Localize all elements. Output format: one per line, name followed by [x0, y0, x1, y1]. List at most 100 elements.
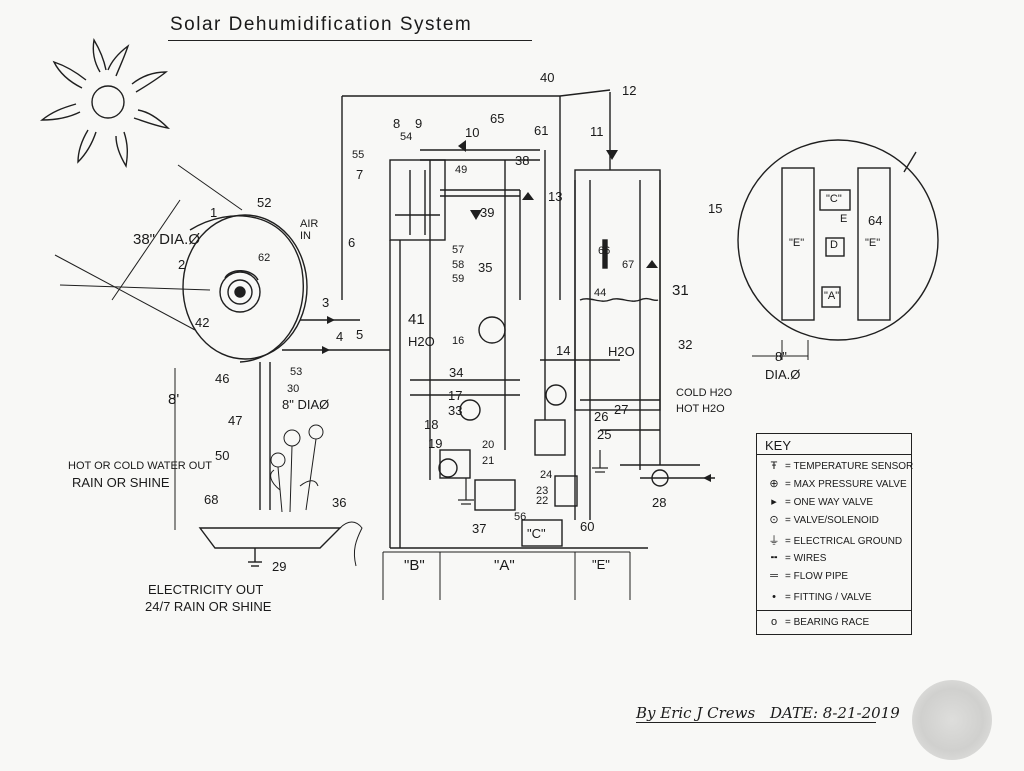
part-number: 54: [400, 131, 413, 143]
part-number: 56: [514, 511, 527, 523]
detail-diameter-label: 8": [775, 349, 787, 364]
key-item-label: = TEMPERATURE SENSOR: [785, 461, 914, 472]
wire-icon: ╍: [770, 552, 778, 564]
part-number: 5: [356, 327, 364, 342]
electricity-out-label: ELECTRICITY OUT: [148, 582, 264, 597]
key-item-label: = BEARING RACE: [785, 617, 870, 628]
detail-c-label: "C": [826, 193, 842, 205]
detail-e-right-label: "E": [865, 237, 881, 249]
part-number: 64: [868, 213, 883, 228]
part-number: 46: [215, 371, 230, 386]
sun-icon: [40, 38, 171, 168]
part-number: 47: [228, 413, 243, 428]
part-number: 53: [290, 366, 303, 378]
part-number: 11: [590, 124, 604, 139]
part-number: 28: [652, 495, 667, 510]
part-number: 10: [465, 125, 480, 140]
key-item-label: = MAX PRESSURE VALVE: [785, 479, 907, 490]
hot-cold-water-out-label: HOT OR COLD WATER OUT: [68, 460, 213, 472]
part-number: 38: [515, 153, 530, 168]
electrical-wire-out: [339, 521, 363, 567]
part-number: 66: [598, 245, 611, 257]
flowers-illustration: [270, 424, 324, 513]
part-number: 50: [215, 448, 230, 463]
part-number: 68: [204, 492, 219, 507]
part-number: 60: [580, 519, 595, 534]
section-dimensions: [382, 551, 631, 600]
one-way-valve-icon: ▸: [771, 496, 777, 508]
part-number: 39: [480, 205, 495, 220]
key-item-one-way-valve: ▸ = ONE WAY VALVE: [763, 495, 873, 508]
part-number: 36: [332, 495, 347, 510]
water-label-right: H2O: [608, 344, 635, 359]
detail-view-circle: [737, 139, 939, 360]
part-number: 52: [257, 195, 272, 210]
section-e-label: "E": [592, 557, 610, 572]
pole-diameter-label: 8" DIAØ: [282, 397, 330, 412]
part-number: 42: [195, 315, 210, 330]
solenoid-valve-icon: ⊙: [769, 514, 779, 526]
air-in-label: AIR IN: [300, 218, 319, 243]
diameter-dimension: [54, 164, 243, 331]
hot-water-label: HOT H2O: [676, 403, 725, 415]
part-number: 44: [594, 287, 607, 299]
part-number: 13: [548, 189, 563, 204]
part-number: 1: [210, 205, 218, 220]
flow-pipe-icon: ═: [770, 570, 778, 582]
part-number: 37: [472, 521, 487, 536]
part-number: 41: [408, 311, 425, 328]
part-number: 33: [448, 403, 463, 418]
key-item-temperature-sensor: Ŧ= TEMPERATURE SENSOR: [763, 460, 914, 472]
diameter-label: 38" DIA.Ø: [133, 231, 201, 248]
part-number: 58: [452, 259, 465, 271]
support-pole: [174, 362, 342, 567]
key-item-flow-pipe: ═ = FLOW PIPE: [763, 570, 848, 582]
rain-or-shine-label-2: 24/7 RAIN OR SHINE: [145, 599, 272, 614]
part-number: 8: [393, 116, 401, 131]
key-item-max-pressure-valve: ⊕ = MAX PRESSURE VALVE: [763, 477, 907, 490]
key-item-bearing-race: o= BEARING RACE: [763, 616, 869, 628]
part-number: 22: [536, 495, 549, 507]
part-number: 31: [672, 282, 689, 299]
section-c-label: "C": [527, 526, 546, 541]
storage-tank: [574, 169, 661, 411]
pressure-valve-icon: ⊕: [769, 478, 779, 490]
part-number: 16: [452, 335, 465, 347]
part-number: 40: [540, 70, 555, 85]
key-item-label: = VALVE/SOLENOID: [785, 515, 879, 526]
key-item-label: = FLOW PIPE: [785, 571, 849, 582]
key-item-valve-solenoid: ⊙ = VALVE/SOLENOID: [763, 513, 879, 526]
cold-water-label: COLD H2O: [676, 387, 733, 399]
part-number: 35: [478, 260, 493, 275]
author-signature: By Eric J Crews: [636, 704, 756, 722]
part-number: 55: [352, 149, 365, 161]
condenser-tank: [389, 159, 446, 241]
part-number: 67: [622, 259, 635, 271]
part-number: 49: [455, 164, 468, 176]
title-underline: [168, 40, 532, 41]
rain-or-shine-label-1: RAIN OR SHINE: [72, 475, 170, 490]
part-number: 17: [448, 388, 463, 403]
solar-collector: [182, 214, 308, 363]
key-item-label: = ELECTRICAL GROUND: [785, 536, 903, 547]
signature: By Eric J Crews DATE: 8-21-2019: [636, 704, 900, 722]
legend-key: KEY Ŧ= TEMPERATURE SENSOR ⊕= MAX PRESSUR…: [756, 433, 914, 635]
part-number: 6: [348, 235, 356, 250]
ground-icon: ⏚: [768, 535, 780, 547]
part-number: 65: [490, 111, 505, 126]
water-label-left: H2O: [408, 334, 435, 349]
part-number: 61: [534, 123, 549, 138]
key-divider: [757, 610, 911, 611]
part-number: 23: [536, 485, 549, 497]
fitting-icon: •: [772, 591, 776, 603]
pump-assembly: [438, 316, 669, 547]
part-number: 18: [424, 417, 439, 432]
part-number: 20: [482, 439, 495, 451]
flow-arrows: [322, 140, 711, 482]
detail-dia-symbol-label: DIA.Ø: [765, 367, 801, 382]
key-item-label: = ONE WAY VALVE: [785, 497, 874, 508]
part-number: 25: [597, 427, 612, 442]
part-number: 14: [556, 343, 571, 358]
part-number: 7: [356, 167, 364, 182]
